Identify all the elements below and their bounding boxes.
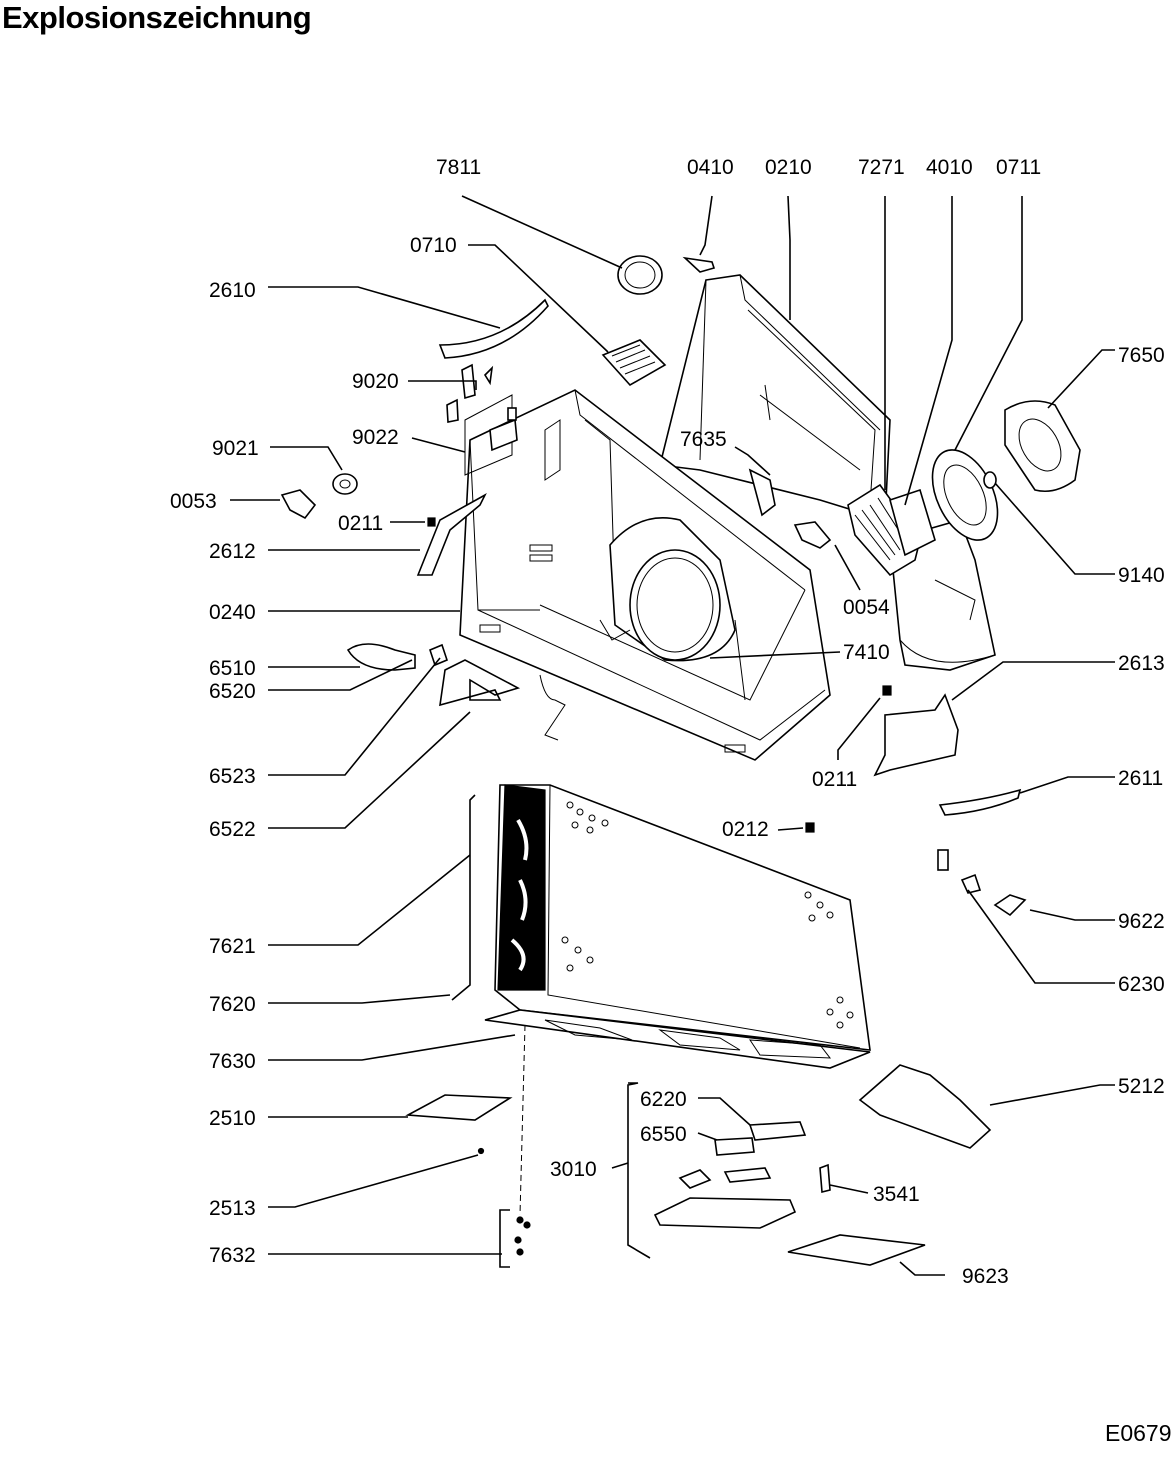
label-6523: 6523 <box>209 765 256 788</box>
label-2613: 2613 <box>1118 652 1165 675</box>
bracket-5212 <box>858 1064 992 1149</box>
outer-casing <box>484 784 871 1069</box>
knob <box>332 473 358 495</box>
decor-strip-bottom <box>938 788 1022 816</box>
label-0710: 0710 <box>410 234 457 257</box>
label-6550: 6550 <box>640 1123 687 1146</box>
label-7630: 7630 <box>209 1050 256 1073</box>
label-0054: 0054 <box>843 596 890 619</box>
label-0210: 0210 <box>765 156 812 179</box>
screw-set-7632 <box>514 1216 531 1256</box>
bracket-left <box>416 493 487 576</box>
label-6522: 6522 <box>209 818 256 841</box>
label-sticker <box>993 894 1027 917</box>
rail-7621 <box>451 794 476 1001</box>
label-3541: 3541 <box>873 1183 920 1206</box>
label-0053: 0053 <box>170 490 217 513</box>
label-9021: 9021 <box>212 437 259 460</box>
label-0211-a: 0211 <box>338 512 383 535</box>
label-0211-b: 0211 <box>812 768 857 791</box>
label-7811: 7811 <box>436 156 481 179</box>
bracket-right <box>873 693 959 777</box>
label-2513: 2513 <box>209 1197 256 1220</box>
label-2610: 2610 <box>209 279 256 302</box>
cover-panel-9623 <box>787 1234 926 1266</box>
label-7635: 7635 <box>680 428 727 451</box>
power-cable <box>539 674 566 741</box>
clip-0211-b <box>882 685 892 696</box>
label-3010: 3010 <box>550 1158 597 1181</box>
clip-part <box>682 256 716 273</box>
clip-7635 <box>748 468 776 517</box>
label-0410: 0410 <box>687 156 734 179</box>
label-6230: 6230 <box>1118 973 1165 996</box>
lamp-holder <box>429 643 448 667</box>
grease-filter-small <box>601 339 667 387</box>
part-6230-a <box>937 849 949 871</box>
label-2611: 2611 <box>1118 767 1163 790</box>
decor-strip-top <box>438 298 549 359</box>
holder-right <box>793 521 832 549</box>
label-9140: 9140 <box>1118 564 1165 587</box>
label-0711: 0711 <box>996 156 1041 179</box>
round-cover <box>617 255 663 295</box>
label-0212: 0212 <box>722 818 769 841</box>
label-9022: 9022 <box>352 426 399 449</box>
label-0240: 0240 <box>209 601 256 624</box>
label-9623: 9623 <box>962 1265 1009 1288</box>
drawing-code: E0679 <box>1105 1420 1172 1446</box>
label-7620: 7620 <box>209 993 256 1016</box>
label-6520: 6520 <box>209 680 256 703</box>
label-9622: 9622 <box>1118 910 1165 933</box>
clip-0211-a <box>427 517 436 527</box>
label-7410: 7410 <box>843 641 890 664</box>
page-title: Explosionszeichnung <box>2 0 312 35</box>
leader-lines <box>230 195 1115 1276</box>
label-2612: 2612 <box>209 540 256 563</box>
label-7621: 7621 <box>209 935 256 958</box>
parts-drawing <box>280 255 1081 1266</box>
holder-left <box>280 489 317 520</box>
blower-housing <box>599 517 736 662</box>
label-7632: 7632 <box>209 1244 256 1267</box>
label-4010: 4010 <box>926 156 973 179</box>
screw-2513 <box>477 1147 485 1155</box>
label-6220: 6220 <box>640 1088 687 1111</box>
label-7650: 7650 <box>1118 344 1165 367</box>
label-2510: 2510 <box>209 1107 256 1130</box>
label-9020: 9020 <box>352 370 399 393</box>
lamp-bulb <box>346 643 416 671</box>
label-7271: 7271 <box>858 156 905 179</box>
lamp-bracket <box>439 659 521 707</box>
part-labels: 7811 0410 0210 7271 4010 0711 0710 2610 … <box>170 156 1165 1288</box>
clip-0212 <box>805 822 815 833</box>
carbon-filter <box>1004 400 1081 493</box>
fan-wheel <box>847 483 921 577</box>
label-5212: 5212 <box>1118 1075 1165 1098</box>
control-unit-parts <box>653 1121 831 1229</box>
grease-filter-2510 <box>405 1094 513 1121</box>
motor <box>889 488 936 557</box>
part-6230-b <box>960 873 982 894</box>
assembly-axis <box>519 1024 526 1216</box>
nut <box>983 471 997 489</box>
label-6510: 6510 <box>209 657 256 680</box>
